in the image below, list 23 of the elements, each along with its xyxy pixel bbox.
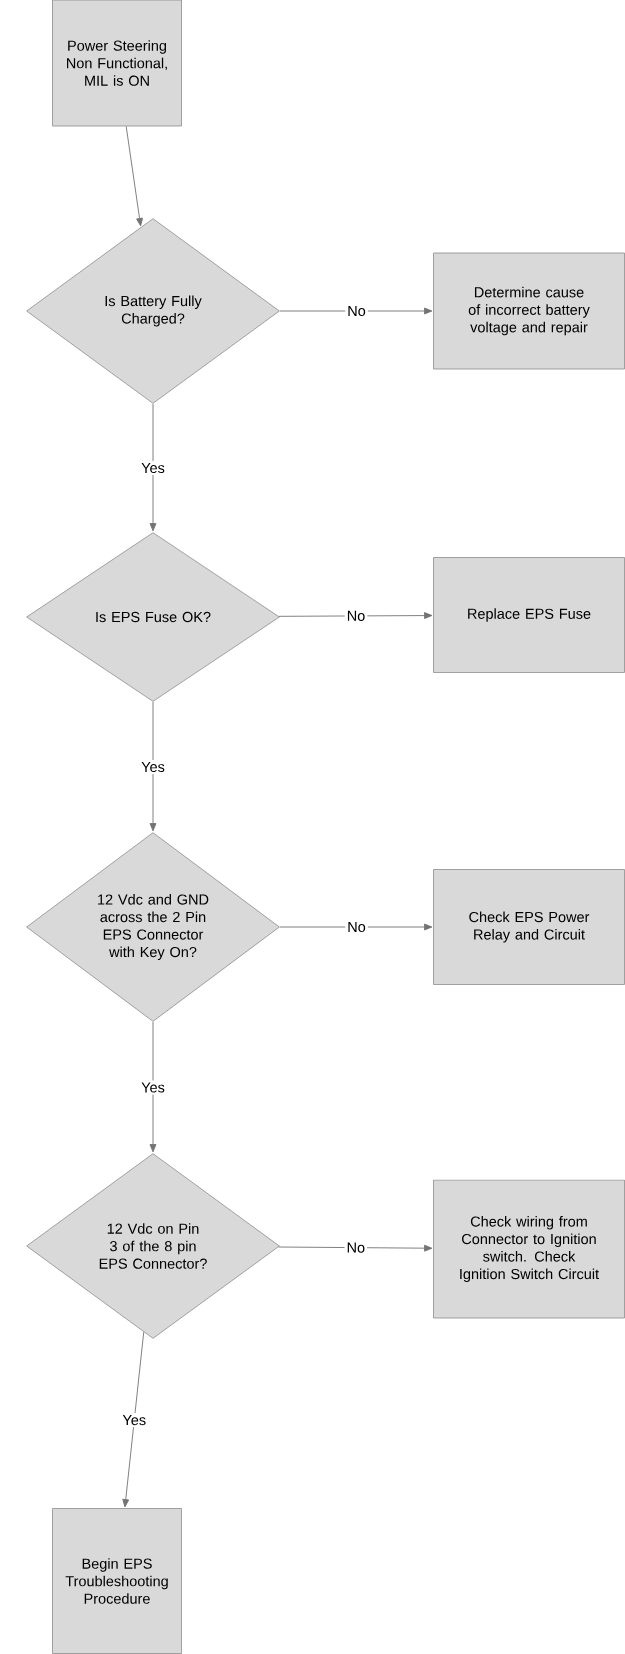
process-box: Check wiring from Connector to Ignition switch. Check Ignition Switch Circuit <box>433 1179 625 1319</box>
arrow <box>279 307 433 315</box>
edge-label: Yes <box>139 460 167 476</box>
arrow <box>125 125 143 227</box>
arrow <box>279 923 433 931</box>
edge-label: Yes <box>120 1413 149 1428</box>
arrow <box>278 1244 433 1252</box>
edge-label: No <box>344 608 368 623</box>
edge-label: No <box>345 919 368 935</box>
arrow <box>149 701 157 832</box>
process-box: Replace EPS Fuse <box>433 557 625 673</box>
edge-label: No <box>345 303 368 319</box>
process-box: Begin EPS Troubleshooting Procedure <box>52 1508 182 1654</box>
edge-label: Yes <box>139 759 167 775</box>
process-box: Power Steering Non Functional, MIL is ON <box>52 0 182 127</box>
arrow <box>149 1021 157 1153</box>
process-box: Check EPS Power Relay and Circuit <box>433 869 625 985</box>
arrow <box>278 612 433 619</box>
edge-label: Yes <box>139 1080 167 1095</box>
arrow <box>122 1331 145 1508</box>
edge-label: No <box>344 1240 368 1255</box>
process-box: Determine cause of incorrect battery voltage and repair <box>433 252 625 370</box>
arrow <box>149 403 157 532</box>
